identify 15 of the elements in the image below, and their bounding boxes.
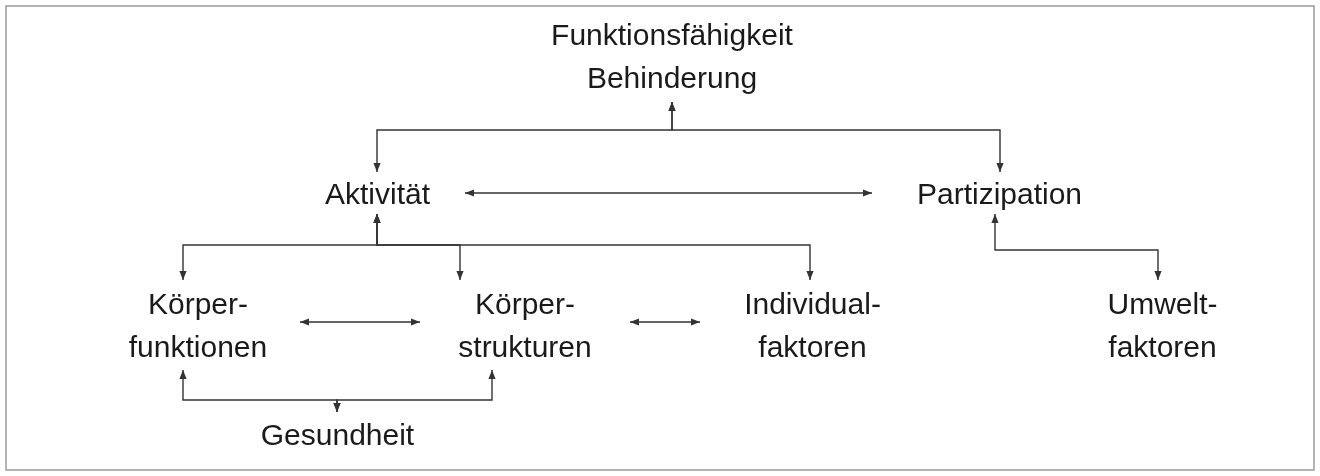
arrow bbox=[333, 369, 496, 413]
arrow bbox=[373, 213, 814, 281]
arrow bbox=[299, 318, 421, 326]
arrow bbox=[464, 189, 873, 197]
node-label: Partizipation bbox=[915, 175, 1084, 212]
node-label: Gesundheit bbox=[259, 416, 416, 453]
node-label: Körper- strukturen bbox=[457, 286, 593, 365]
node-label: Körper- funktionen bbox=[127, 286, 269, 365]
arrow bbox=[629, 318, 701, 326]
arrow bbox=[991, 213, 1162, 281]
node-label: Individual- faktoren bbox=[743, 286, 882, 365]
node-label: Umwelt- faktoren bbox=[1106, 286, 1219, 365]
node-label: Funktionsfähigkeit Behinderung bbox=[550, 17, 794, 96]
node-label: Aktivität bbox=[324, 175, 431, 212]
arrow bbox=[668, 101, 1004, 173]
